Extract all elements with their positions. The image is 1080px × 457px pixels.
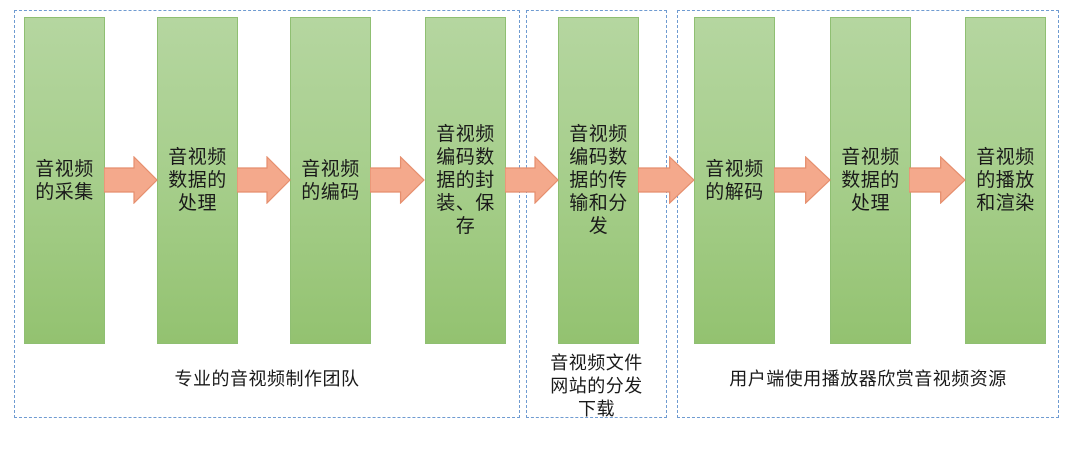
stage-label: 音视频 的解码 <box>705 157 764 203</box>
right-arrow-icon <box>505 156 559 204</box>
group-user-player <box>677 10 1059 418</box>
right-arrow-icon <box>237 156 291 204</box>
group-label-website-distribution: 音视频文件 网站的分发 下载 <box>550 353 643 420</box>
stage-encoding: 音视频 的编码 <box>290 17 371 344</box>
right-arrow-icon <box>774 156 831 204</box>
right-arrow-icon <box>638 156 695 204</box>
stage-transmission-distribution: 音视频 编码数 据的传 输和分 发 <box>558 17 639 344</box>
stage-decoding: 音视频 的解码 <box>694 17 775 344</box>
stage-playback-rendering: 音视频 的播放 和渲染 <box>965 17 1046 344</box>
flow-arrow-icon <box>638 156 695 204</box>
flow-arrow-icon <box>774 156 831 204</box>
stage-label: 音视频 编码数 据的封 装、保 存 <box>436 123 495 237</box>
stage-label: 音视频 的编码 <box>301 157 360 203</box>
right-arrow-icon <box>104 156 158 204</box>
stage-label: 音视频 的采集 <box>35 157 94 203</box>
stage-label: 音视频 的播放 和渲染 <box>976 146 1035 214</box>
group-website-distribution <box>526 10 667 418</box>
stage-label: 音视频 数据的 处理 <box>841 146 900 214</box>
stage-data-processing: 音视频 数据的 处理 <box>157 17 238 344</box>
flow-arrow-icon <box>505 156 559 204</box>
flow-arrow-icon <box>237 156 291 204</box>
right-arrow-icon <box>909 156 966 204</box>
group-production-team <box>14 10 520 418</box>
stage-encapsulation-storage: 音视频 编码数 据的封 装、保 存 <box>425 17 506 344</box>
flow-arrow-icon <box>104 156 158 204</box>
right-arrow-icon <box>370 156 425 204</box>
stage-label: 音视频 编码数 据的传 输和分 发 <box>569 123 628 237</box>
stage-capture: 音视频 的采集 <box>24 17 105 344</box>
flow-arrow-icon <box>909 156 966 204</box>
stage-label: 音视频 数据的 处理 <box>168 146 227 214</box>
group-label-user-player: 用户端使用播放器欣赏音视频资源 <box>729 369 1007 390</box>
stage-data-processing-client: 音视频 数据的 处理 <box>830 17 911 344</box>
group-label-production-team: 专业的音视频制作团队 <box>174 369 360 390</box>
flow-arrow-icon <box>370 156 425 204</box>
